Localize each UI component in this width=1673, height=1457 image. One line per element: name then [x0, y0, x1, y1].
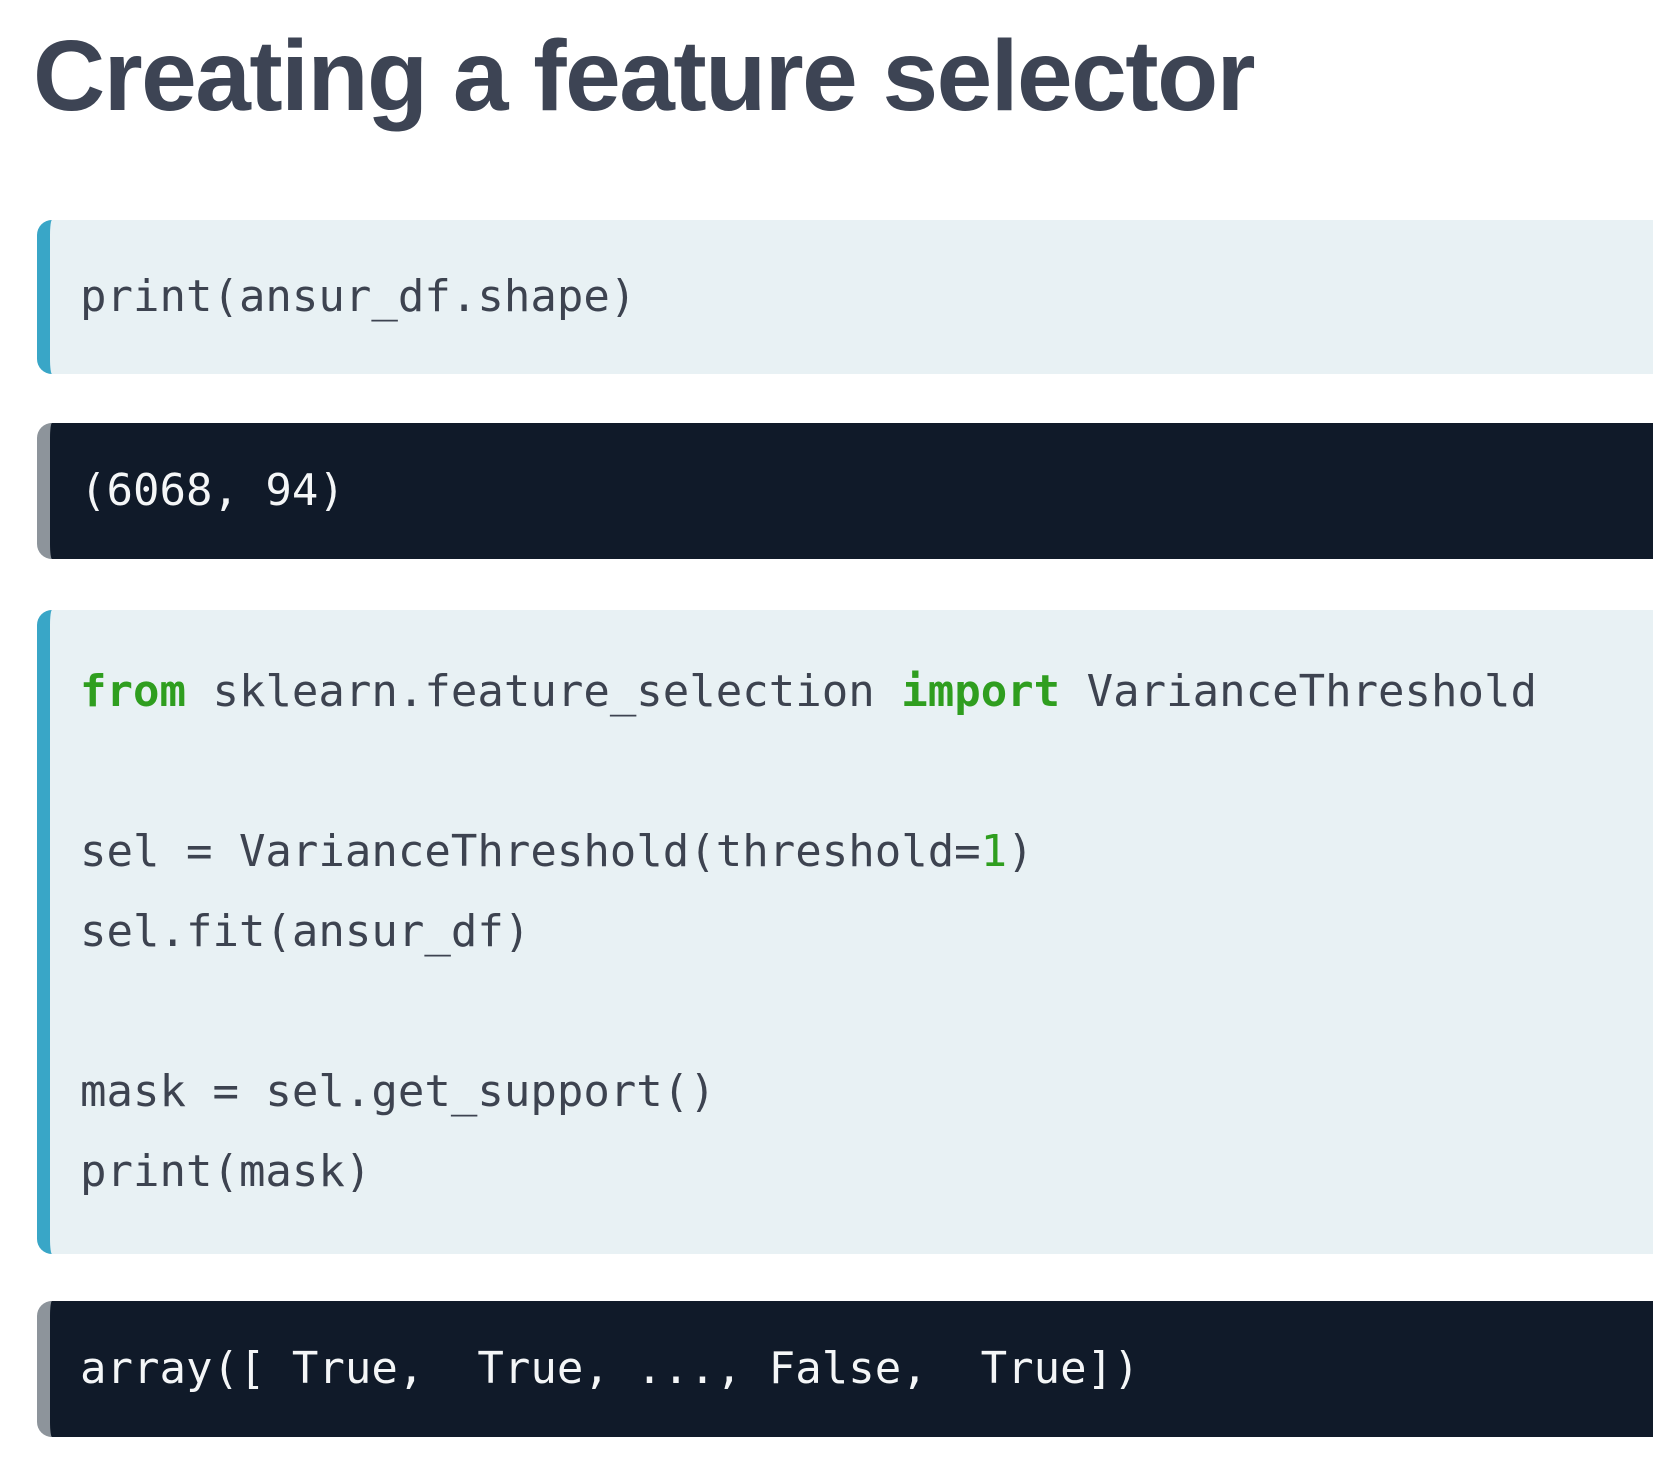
output-block-mask-array: array([ True, True, ..., False, True])	[37, 1301, 1653, 1437]
code-token-number: 1	[980, 826, 1008, 877]
code-token-plain: print(ansur_df.shape)	[80, 271, 637, 322]
code-token-plain: sklearn.feature_selection	[185, 666, 902, 717]
code-content: print(ansur_df.shape)	[80, 257, 1623, 337]
code-token-plain: mask = sel.get_support()	[80, 1066, 716, 1117]
code-block-print-shape: print(ansur_df.shape)	[37, 220, 1653, 374]
code-token-plain: sel.fit(ansur_df)	[80, 906, 531, 957]
output-block-shape-result: (6068, 94)	[37, 423, 1653, 559]
code-token-plain: sel = VarianceThreshold(threshold=	[80, 826, 981, 877]
code-token-plain: VarianceThreshold	[1060, 666, 1537, 717]
slide: Creating a feature selector print(ansur_…	[0, 18, 1673, 1457]
code-token-plain: print(mask)	[80, 1146, 372, 1197]
code-block-variance-threshold: from sklearn.feature_selection import Va…	[37, 610, 1653, 1254]
code-token-keyword: from	[80, 666, 186, 717]
page-title: Creating a feature selector	[33, 20, 1256, 132]
code-content: from sklearn.feature_selection import Va…	[80, 652, 1623, 1212]
output-text: array([ True, True, ..., False, True])	[80, 1343, 1140, 1394]
code-token-keyword: import	[901, 666, 1061, 717]
code-token-plain: )	[1007, 826, 1034, 877]
output-text: (6068, 94)	[80, 465, 345, 516]
